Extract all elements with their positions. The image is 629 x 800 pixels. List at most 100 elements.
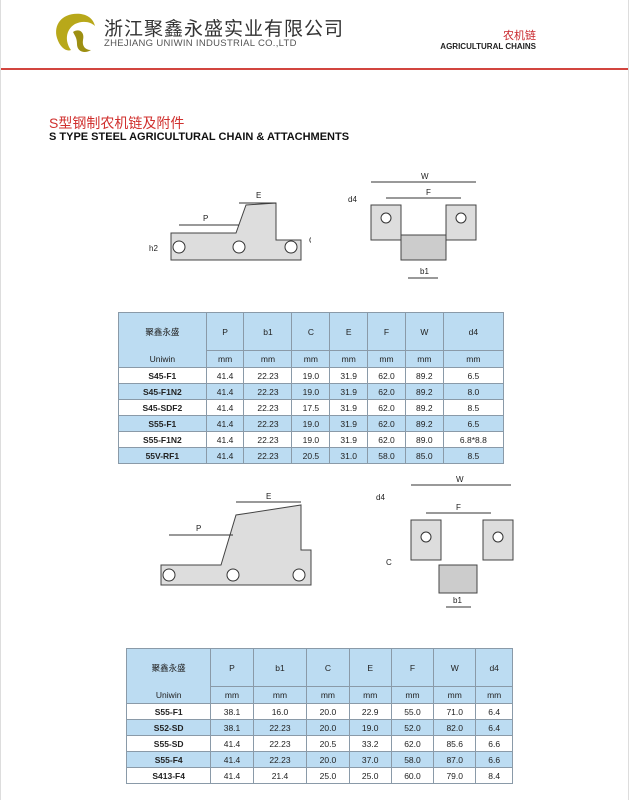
value-cell: 19.0	[291, 431, 331, 448]
column-header: F	[390, 648, 435, 687]
value-cell: 31.9	[329, 367, 369, 384]
value-cell: 22.23	[252, 719, 308, 736]
brand-cn-header: 聚鑫永盛	[125, 648, 212, 687]
label-b1: b1	[420, 267, 429, 276]
value-cell: 85.0	[404, 447, 444, 464]
unit-cell: mm	[367, 350, 406, 368]
column-header: P	[205, 312, 245, 351]
model-cell: S55-F1	[125, 703, 212, 720]
value-cell: 25.0	[306, 767, 350, 784]
column-header: b1	[243, 312, 293, 351]
chain-front-diagram-1: W F d4 b1	[348, 172, 477, 279]
value-cell: 89.2	[404, 367, 444, 384]
value-cell: 22.23	[243, 415, 293, 432]
model-cell: S52-SD	[125, 719, 212, 736]
value-cell: 21.4	[252, 767, 308, 784]
value-cell: 31.9	[329, 383, 369, 400]
value-cell: 71.0	[433, 703, 477, 720]
value-cell: 20.0	[306, 751, 350, 768]
label-w: W	[421, 172, 429, 181]
model-cell: S45-SDF2	[118, 399, 207, 416]
value-cell: 55.0	[390, 703, 435, 720]
label-b1-2: b1	[453, 596, 462, 605]
value-cell: 8.0	[442, 383, 505, 400]
value-cell: 89.2	[404, 415, 444, 432]
column-header: C	[306, 648, 350, 687]
value-cell: 41.4	[205, 399, 245, 416]
value-cell: 37.0	[348, 751, 392, 768]
unit-cell: mm	[475, 686, 513, 704]
value-cell: 20.5	[306, 735, 350, 752]
unit-cell: mm	[306, 686, 350, 704]
value-cell: 19.0	[291, 383, 331, 400]
section-title-cn: S型钢制农机链及附件	[49, 115, 185, 131]
value-cell: 60.0	[390, 767, 435, 784]
unit-cell: mm	[329, 350, 369, 368]
value-cell: 31.9	[329, 415, 369, 432]
label-d4: d4	[348, 195, 357, 204]
value-cell: 62.0	[367, 431, 406, 448]
company-name-en: ZHEJIANG UNIWIN INDUSTRIAL CO.,LTD	[104, 38, 297, 49]
column-header: d4	[475, 648, 513, 687]
value-cell: 62.0	[390, 735, 435, 752]
value-cell: 22.23	[252, 735, 308, 752]
value-cell: 22.9	[348, 703, 392, 720]
model-cell: S55-F1	[118, 415, 207, 432]
value-cell: 41.4	[205, 367, 245, 384]
unit-cell: mm	[404, 350, 444, 368]
column-header: E	[329, 312, 369, 351]
value-cell: 19.0	[291, 367, 331, 384]
header-divider	[1, 68, 628, 70]
value-cell: 89.2	[404, 399, 444, 416]
value-cell: 41.4	[210, 767, 254, 784]
brand-en-header: Uniwin	[118, 350, 207, 368]
chain-side-diagram-1: P E C h2	[149, 191, 311, 261]
label-c-2: C	[386, 558, 392, 567]
label-e: E	[256, 191, 261, 200]
model-cell: S45-F1N2	[118, 383, 207, 400]
label-e-2: E	[266, 492, 271, 501]
value-cell: 6.8*8.8	[442, 431, 505, 448]
value-cell: 22.23	[243, 367, 293, 384]
company-name-cn: 浙江聚鑫永盛实业有限公司	[104, 19, 345, 40]
value-cell: 22.23	[252, 751, 308, 768]
value-cell: 22.23	[243, 431, 293, 448]
unit-cell: mm	[348, 686, 392, 704]
value-cell: 22.23	[243, 447, 293, 464]
value-cell: 20.5	[291, 447, 331, 464]
value-cell: 31.0	[329, 447, 369, 464]
value-cell: 58.0	[390, 751, 435, 768]
value-cell: 6.6	[475, 735, 513, 752]
column-header: F	[367, 312, 406, 351]
label-d4-2: d4	[376, 493, 385, 502]
value-cell: 41.4	[205, 447, 245, 464]
label-f: F	[426, 188, 431, 197]
column-header: E	[348, 648, 392, 687]
value-cell: 41.4	[205, 431, 245, 448]
value-cell: 38.1	[210, 719, 254, 736]
value-cell: 89.2	[404, 383, 444, 400]
value-cell: 41.4	[205, 383, 245, 400]
column-header: d4	[442, 312, 505, 351]
model-cell: S413-F4	[125, 767, 212, 784]
value-cell: 17.5	[291, 399, 331, 416]
value-cell: 19.0	[291, 415, 331, 432]
unit-cell: mm	[243, 350, 293, 368]
value-cell: 41.4	[210, 751, 254, 768]
column-header: W	[404, 312, 444, 351]
value-cell: 8.5	[442, 447, 505, 464]
value-cell: 6.4	[475, 719, 513, 736]
unit-cell: mm	[210, 686, 254, 704]
label-h2: h2	[149, 244, 158, 253]
value-cell: 33.2	[348, 735, 392, 752]
value-cell: 79.0	[433, 767, 477, 784]
category-en: AGRICULTURAL CHAINS	[440, 42, 536, 51]
value-cell: 62.0	[367, 383, 406, 400]
value-cell: 20.0	[306, 719, 350, 736]
value-cell: 31.9	[329, 431, 369, 448]
